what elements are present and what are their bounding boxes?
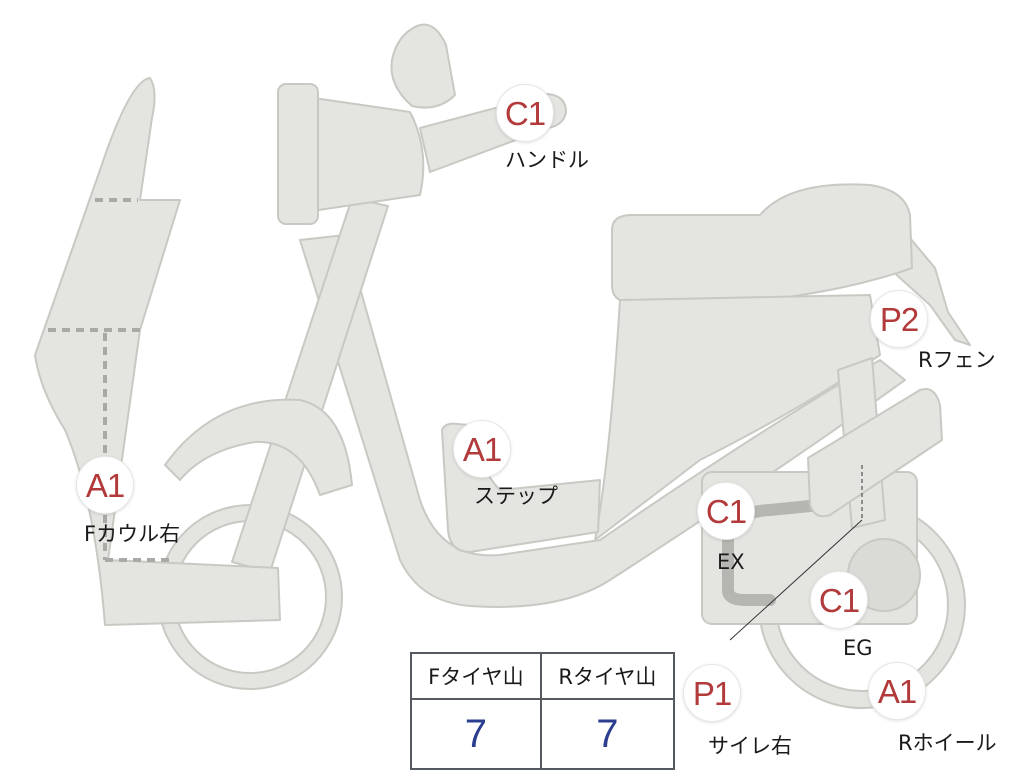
label-step: ステップ xyxy=(474,484,558,508)
code-badge-rear-wheel: A1 xyxy=(868,662,926,720)
handlebar-left xyxy=(299,95,425,213)
header-rear-tire-tread: Rタイヤ山 xyxy=(539,652,676,700)
front-fender xyxy=(164,398,353,496)
value-rear-tire-tread: 7 xyxy=(539,698,676,770)
code-badge-step: A1 xyxy=(453,420,511,478)
left-grip xyxy=(277,83,319,225)
code-badge-exhaust: C1 xyxy=(697,482,755,540)
pointer-muffler xyxy=(729,519,863,641)
muffler xyxy=(807,388,943,518)
code-badge-muffler-right: P1 xyxy=(683,664,741,722)
tire-tread-table: Fタイヤ山 Rタイヤ山 7 7 xyxy=(410,652,676,770)
label-rear-wheel: Rホイール xyxy=(898,731,997,755)
mirror xyxy=(390,23,456,109)
table-header-row: Fタイヤ山 Rタイヤ山 xyxy=(410,652,676,700)
label-engine: EG xyxy=(843,636,873,660)
code-badge-rear-fender: P2 xyxy=(870,290,928,348)
label-handle: ハンドル xyxy=(505,148,589,172)
value-front-tire-tread: 7 xyxy=(410,698,542,770)
label-exhaust: EX xyxy=(717,550,745,574)
table-row: 7 7 xyxy=(410,698,676,770)
label-rear-fender: Rフェン xyxy=(918,348,996,372)
label-front-cowl-right: Fカウル右 xyxy=(84,522,181,546)
code-badge-handle: C1 xyxy=(496,84,554,142)
code-badge-front-cowl-right: A1 xyxy=(76,456,134,514)
header-front-tire-tread: Fタイヤ山 xyxy=(410,652,542,700)
label-muffler-right: サイレ右 xyxy=(708,734,792,758)
code-badge-engine: C1 xyxy=(810,571,868,629)
seat xyxy=(611,183,913,303)
